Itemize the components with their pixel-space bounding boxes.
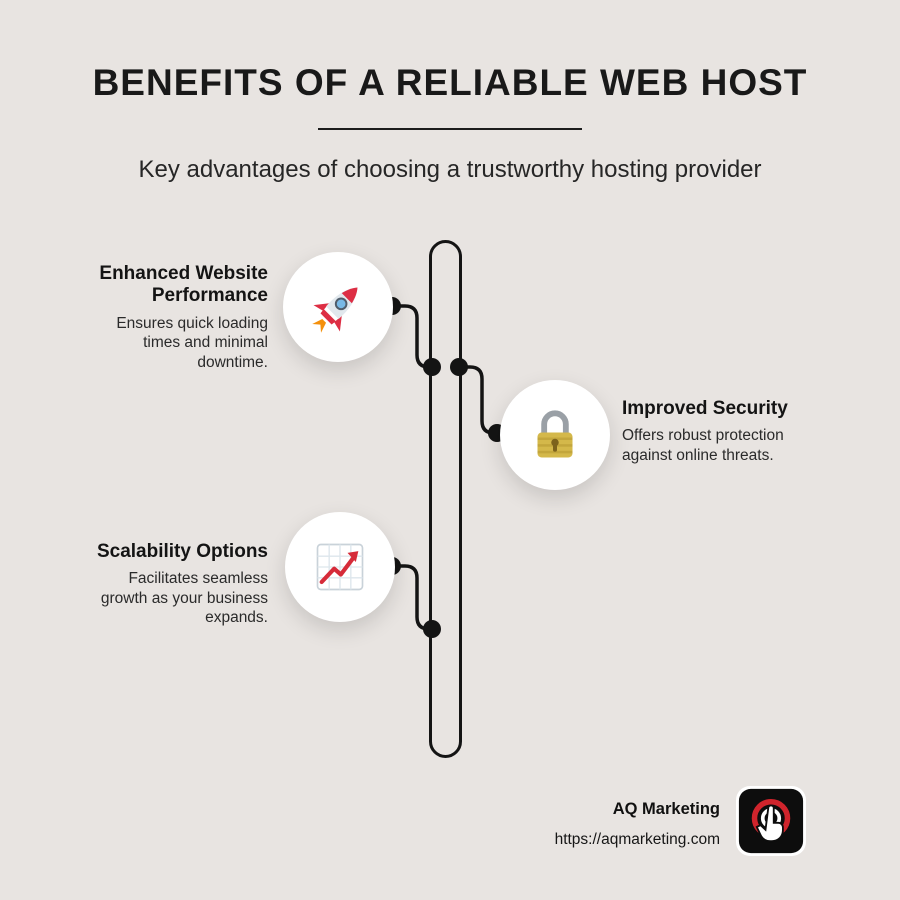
item-description: Ensures quick loading times and minimal … bbox=[116, 314, 268, 371]
connector-line-1 bbox=[392, 304, 432, 369]
page-title: BENEFITS OF A RELIABLE WEB HOST bbox=[92, 62, 808, 103]
connector-line-2 bbox=[459, 365, 497, 435]
page-subtitle: Key advantages of choosing a trustworthy… bbox=[138, 156, 762, 183]
timeline-item-security: Improved Security Offers robust protecti… bbox=[622, 398, 834, 465]
rocket-icon bbox=[312, 287, 358, 333]
brand-logo[interactable] bbox=[736, 786, 806, 856]
item-description: Offers robust protection against online … bbox=[622, 427, 784, 464]
timeline-node-security bbox=[500, 380, 610, 490]
timeline-item-performance: Enhanced Website Performance Ensures qui… bbox=[38, 263, 268, 372]
timeline-capsule bbox=[429, 240, 462, 758]
footer-url[interactable]: https://aqmarketing.com bbox=[554, 831, 720, 848]
click-target-icon bbox=[738, 788, 804, 854]
item-title: Scalability Options bbox=[96, 541, 268, 562]
chart-increasing-icon bbox=[316, 543, 364, 591]
timeline-node-scalability bbox=[285, 512, 395, 622]
item-description: Facilitates seamless growth as your busi… bbox=[100, 570, 268, 627]
timeline-item-scalability: Scalability Options Facilitates seamless… bbox=[38, 541, 268, 628]
item-title: Enhanced Website Performance bbox=[99, 263, 268, 307]
item-title: Improved Security bbox=[622, 398, 788, 419]
title-divider bbox=[318, 128, 582, 130]
padlock-icon bbox=[537, 410, 573, 458]
footer-brand: AQ Marketing bbox=[612, 800, 720, 818]
connector-line-3 bbox=[392, 564, 432, 631]
timeline-node-performance bbox=[283, 252, 393, 362]
